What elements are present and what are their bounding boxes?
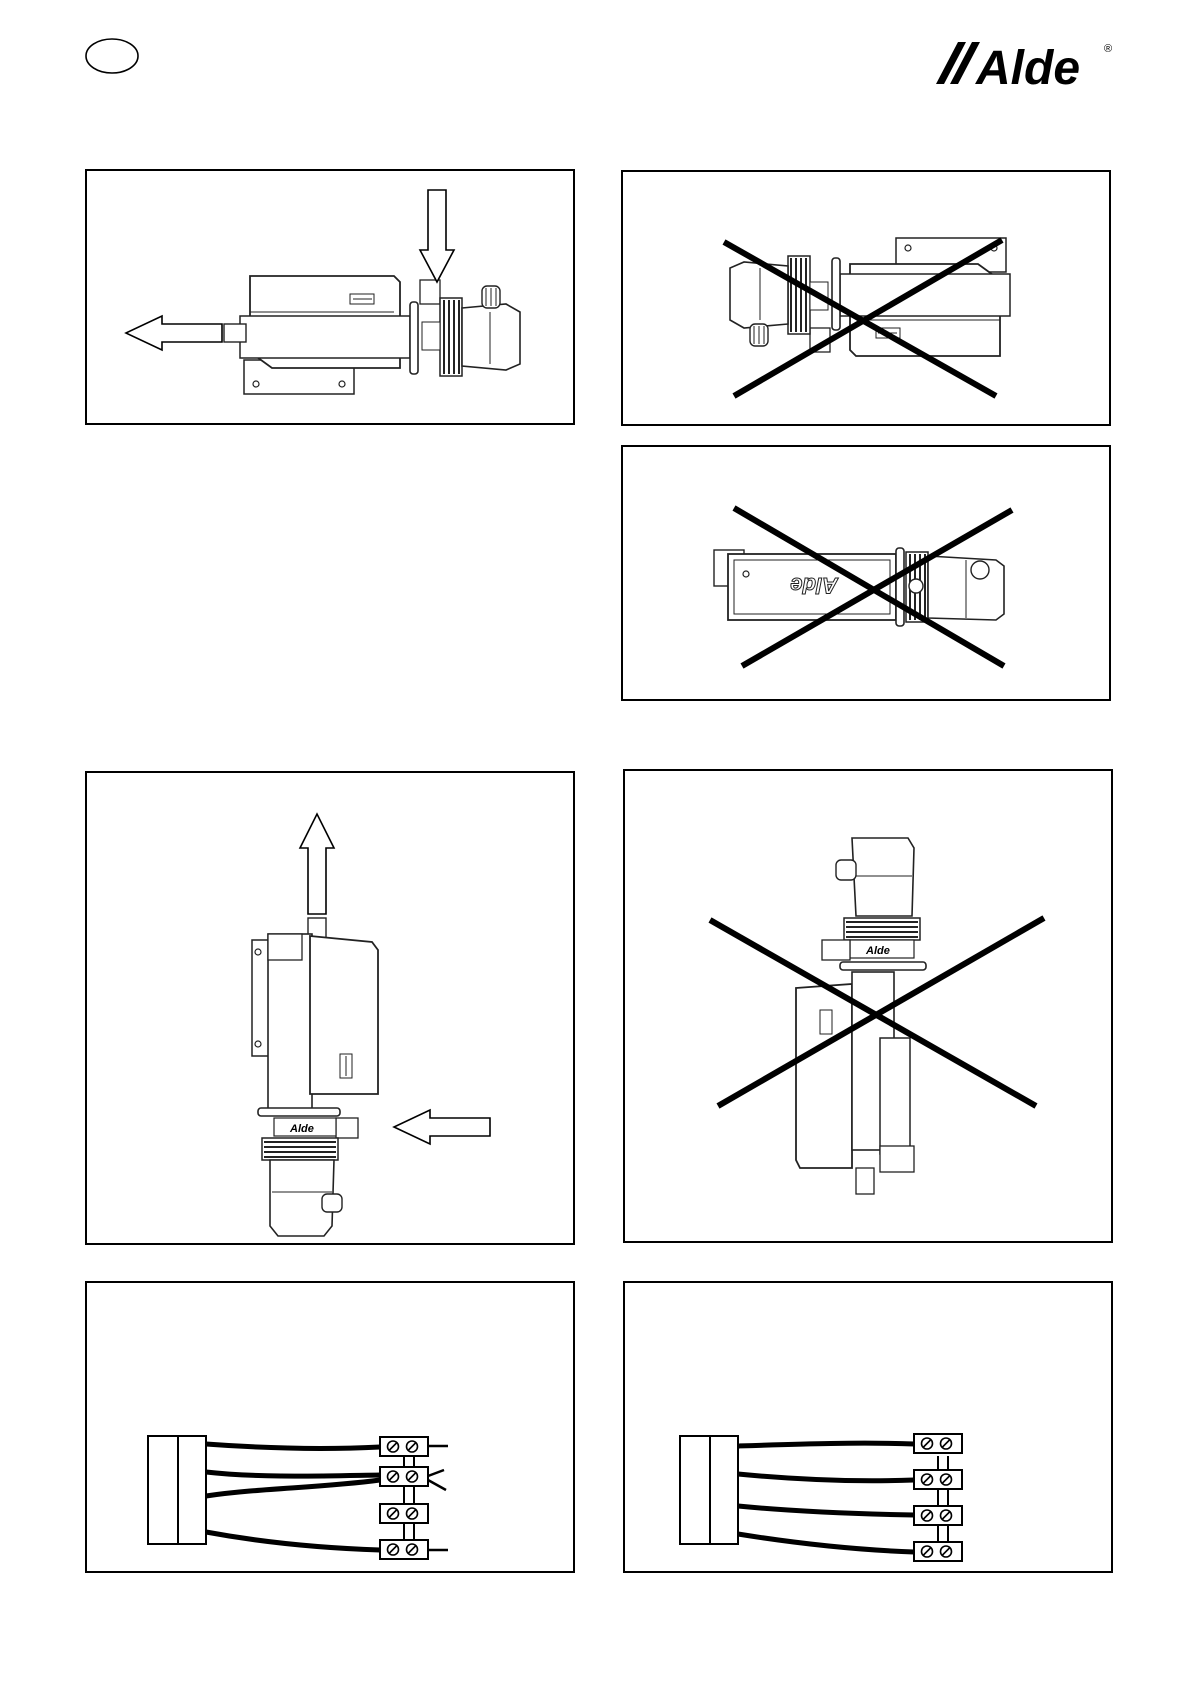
terminal-strip	[914, 1434, 962, 1561]
registered-mark: ®	[1104, 43, 1112, 55]
outlet-pipe	[224, 324, 246, 342]
alde-logo: Alde ®	[936, 42, 1112, 95]
language-oval	[86, 39, 138, 73]
terminal-block	[914, 1506, 962, 1525]
panel-vertical-inverted: Alde	[624, 770, 1112, 1242]
outgoing-wires	[428, 1446, 448, 1550]
terminal-block	[380, 1540, 428, 1559]
inlet-arrow-left-icon	[394, 1110, 490, 1144]
heater-connector	[680, 1436, 710, 1544]
wire-bundle	[738, 1443, 914, 1552]
unit-logo: Alde	[289, 1123, 314, 1135]
heater-connector	[178, 1436, 206, 1544]
terminal-strip	[380, 1437, 428, 1559]
brand-name: Alde	[975, 42, 1080, 95]
panel-wiring-a	[86, 1282, 574, 1572]
heater-unit-inverted	[730, 238, 1010, 356]
panel-horizontal-correct	[86, 170, 574, 424]
panel-horizontal-top-view: Alde	[622, 446, 1110, 700]
panel-vertical-correct: Alde	[86, 772, 574, 1244]
heater-unit-vertical-inverted: Alde	[796, 838, 926, 1194]
inlet-arrow-down-icon	[420, 190, 454, 282]
unit-logo: Alde	[790, 573, 839, 598]
heater-unit	[240, 276, 520, 394]
panel-wiring-b	[624, 1282, 1112, 1572]
terminal-block	[914, 1542, 962, 1561]
outlet-arrow-up-icon	[300, 814, 334, 914]
outlet-arrow-left-icon	[126, 316, 222, 350]
wire-bundle	[206, 1444, 380, 1550]
heater-unit-flat: Alde	[714, 548, 1004, 626]
heater-connector	[710, 1436, 738, 1544]
panel-horizontal-upside-down	[622, 171, 1110, 425]
terminal-block	[380, 1437, 428, 1456]
terminal-block	[914, 1470, 962, 1489]
terminal-block	[914, 1434, 962, 1453]
heater-unit-vertical: Alde	[252, 934, 378, 1236]
terminal-block	[380, 1504, 428, 1523]
unit-logo: Alde	[865, 945, 890, 957]
terminal-block	[380, 1467, 428, 1486]
heater-connector	[148, 1436, 178, 1544]
